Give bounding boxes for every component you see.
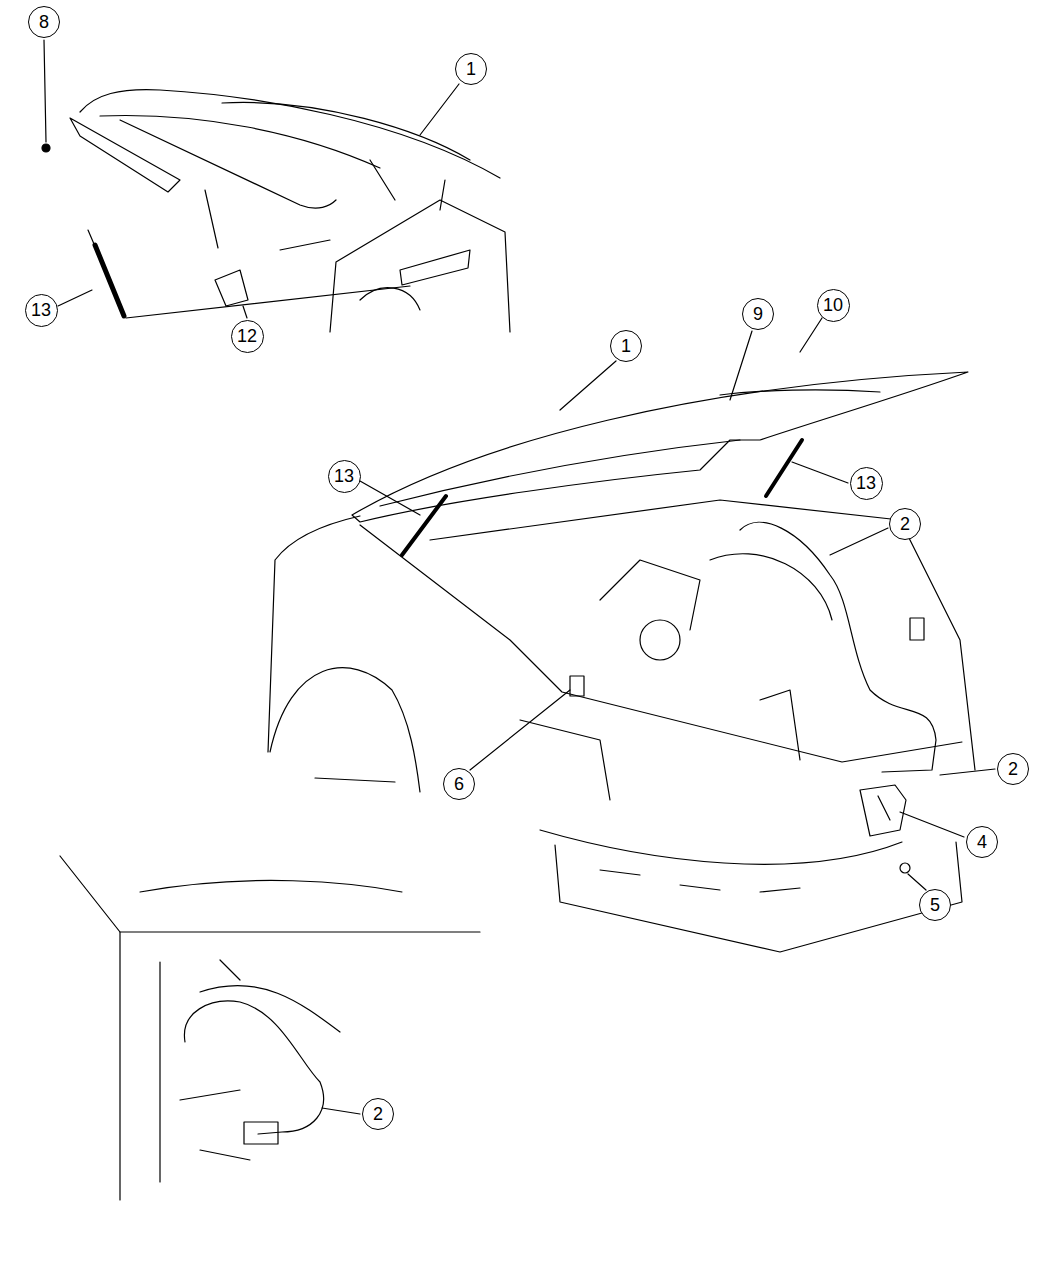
front-view <box>600 560 700 630</box>
hood-inset <box>215 270 248 306</box>
front-view <box>520 720 610 800</box>
front-view <box>540 830 902 864</box>
leader-line <box>900 812 964 837</box>
front-view <box>402 496 446 555</box>
callout-number: 2 <box>362 1098 394 1130</box>
leader-line <box>800 318 822 352</box>
callout-text: 1 <box>466 60 476 78</box>
front-view <box>270 668 420 792</box>
callout-text: 13 <box>856 474 876 492</box>
callout-text: 9 <box>753 305 763 323</box>
callout-number: 13 <box>25 294 58 327</box>
front-view <box>600 870 800 892</box>
callout-text: 8 <box>39 13 49 31</box>
cable-inset <box>184 1001 323 1134</box>
front-view <box>740 522 936 772</box>
leader-line <box>908 874 926 890</box>
front-view <box>360 525 962 762</box>
leader-line <box>58 290 92 306</box>
front-view <box>380 440 740 506</box>
leader-line <box>830 528 888 555</box>
callout-number: 9 <box>742 298 774 330</box>
hood-inset <box>440 180 445 210</box>
hood-inset <box>42 90 510 332</box>
cable-inset <box>60 856 480 1200</box>
callout-number: 5 <box>919 889 951 921</box>
hood-inset <box>222 102 470 160</box>
cable-inset <box>159 962 160 1182</box>
hood-inset <box>80 90 500 178</box>
leader-line <box>360 481 420 515</box>
cable-inset <box>120 931 480 932</box>
callout-text: 4 <box>977 833 987 851</box>
front-view <box>878 796 890 820</box>
hood-inset <box>42 144 50 152</box>
front-view <box>640 620 680 660</box>
cable-inset <box>180 1090 250 1160</box>
leader-line <box>44 40 995 1114</box>
leader-line <box>940 769 995 775</box>
hood-inset <box>280 240 330 250</box>
leader-line <box>560 361 616 410</box>
hood-inset <box>88 230 100 258</box>
front-view <box>710 554 832 620</box>
front-view <box>315 778 395 782</box>
leader-line <box>792 462 848 483</box>
leader-line <box>243 306 247 318</box>
callout-number: 4 <box>966 826 998 858</box>
callout-text: 2 <box>373 1105 383 1123</box>
cable-inset <box>200 986 340 1032</box>
callout-text: 13 <box>31 301 51 319</box>
callout-text: 5 <box>930 896 940 914</box>
front-view <box>268 372 975 952</box>
callout-text: 12 <box>237 327 257 345</box>
callout-number: 6 <box>443 768 475 800</box>
callout-number: 1 <box>610 330 642 362</box>
callout-text: 1 <box>621 337 631 355</box>
front-view <box>430 500 975 770</box>
hood-inset <box>205 190 218 248</box>
front-view <box>720 390 880 395</box>
callout-number: 13 <box>850 467 883 500</box>
callout-number: 13 <box>328 460 361 493</box>
leader-line <box>420 84 459 135</box>
callout-number: 12 <box>231 320 264 353</box>
callout-number: 1 <box>455 53 487 85</box>
callout-number: 10 <box>817 289 850 322</box>
cable-inset <box>60 856 120 1200</box>
hood-inset <box>70 118 180 192</box>
leader-line <box>470 690 570 770</box>
front-view <box>860 785 906 836</box>
callout-number: 2 <box>997 753 1029 785</box>
callout-text: 2 <box>900 515 910 533</box>
callout-number: 2 <box>889 508 921 540</box>
front-view <box>910 618 924 640</box>
callout-text: 10 <box>823 296 843 314</box>
callout-text: 2 <box>1008 760 1018 778</box>
front-view <box>555 842 962 952</box>
front-view <box>570 676 584 696</box>
callout-text: 13 <box>334 467 354 485</box>
leader-line <box>322 1108 360 1114</box>
leader-line <box>44 40 46 142</box>
hood-inset <box>370 160 395 200</box>
hood-inset <box>400 250 470 285</box>
cable-inset <box>140 880 402 892</box>
front-view <box>900 863 910 873</box>
callout-number: 8 <box>28 6 60 38</box>
front-view <box>766 440 802 496</box>
cable-inset <box>220 960 240 980</box>
hood-inset <box>126 286 410 318</box>
hood-inset <box>330 200 510 332</box>
cable-inset <box>244 1122 278 1144</box>
leader-line <box>730 331 752 400</box>
front-view <box>760 690 800 760</box>
callout-text: 6 <box>454 775 464 793</box>
hood-inset <box>100 115 380 168</box>
